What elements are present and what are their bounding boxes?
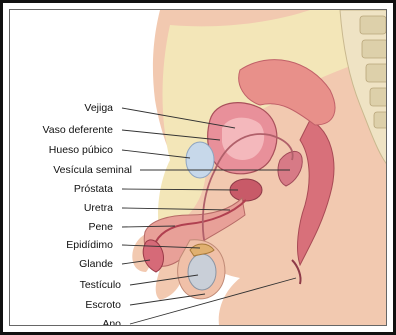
label-glande: Glande	[79, 258, 113, 270]
testis	[188, 254, 216, 290]
label-testiculo: Testículo	[80, 279, 121, 291]
label-vejiga: Vejiga	[84, 102, 113, 114]
label-vesicula-seminal: Vesícula seminal	[53, 164, 132, 176]
label-uretra: Uretra	[84, 202, 113, 214]
label-prostata: Próstata	[74, 183, 113, 195]
label-ano: Ano	[102, 318, 121, 326]
label-epididimo: Epidídimo	[66, 239, 113, 251]
pubic-bone	[186, 142, 214, 178]
label-escroto: Escroto	[85, 299, 121, 311]
label-pene: Pene	[88, 221, 113, 233]
label-vaso-deferente: Vaso deferente	[43, 124, 113, 136]
label-hueso-pubico: Hueso púbico	[49, 144, 113, 156]
diagram-area: Vejiga Vaso deferente Hueso púbico Vesíc…	[9, 9, 387, 326]
